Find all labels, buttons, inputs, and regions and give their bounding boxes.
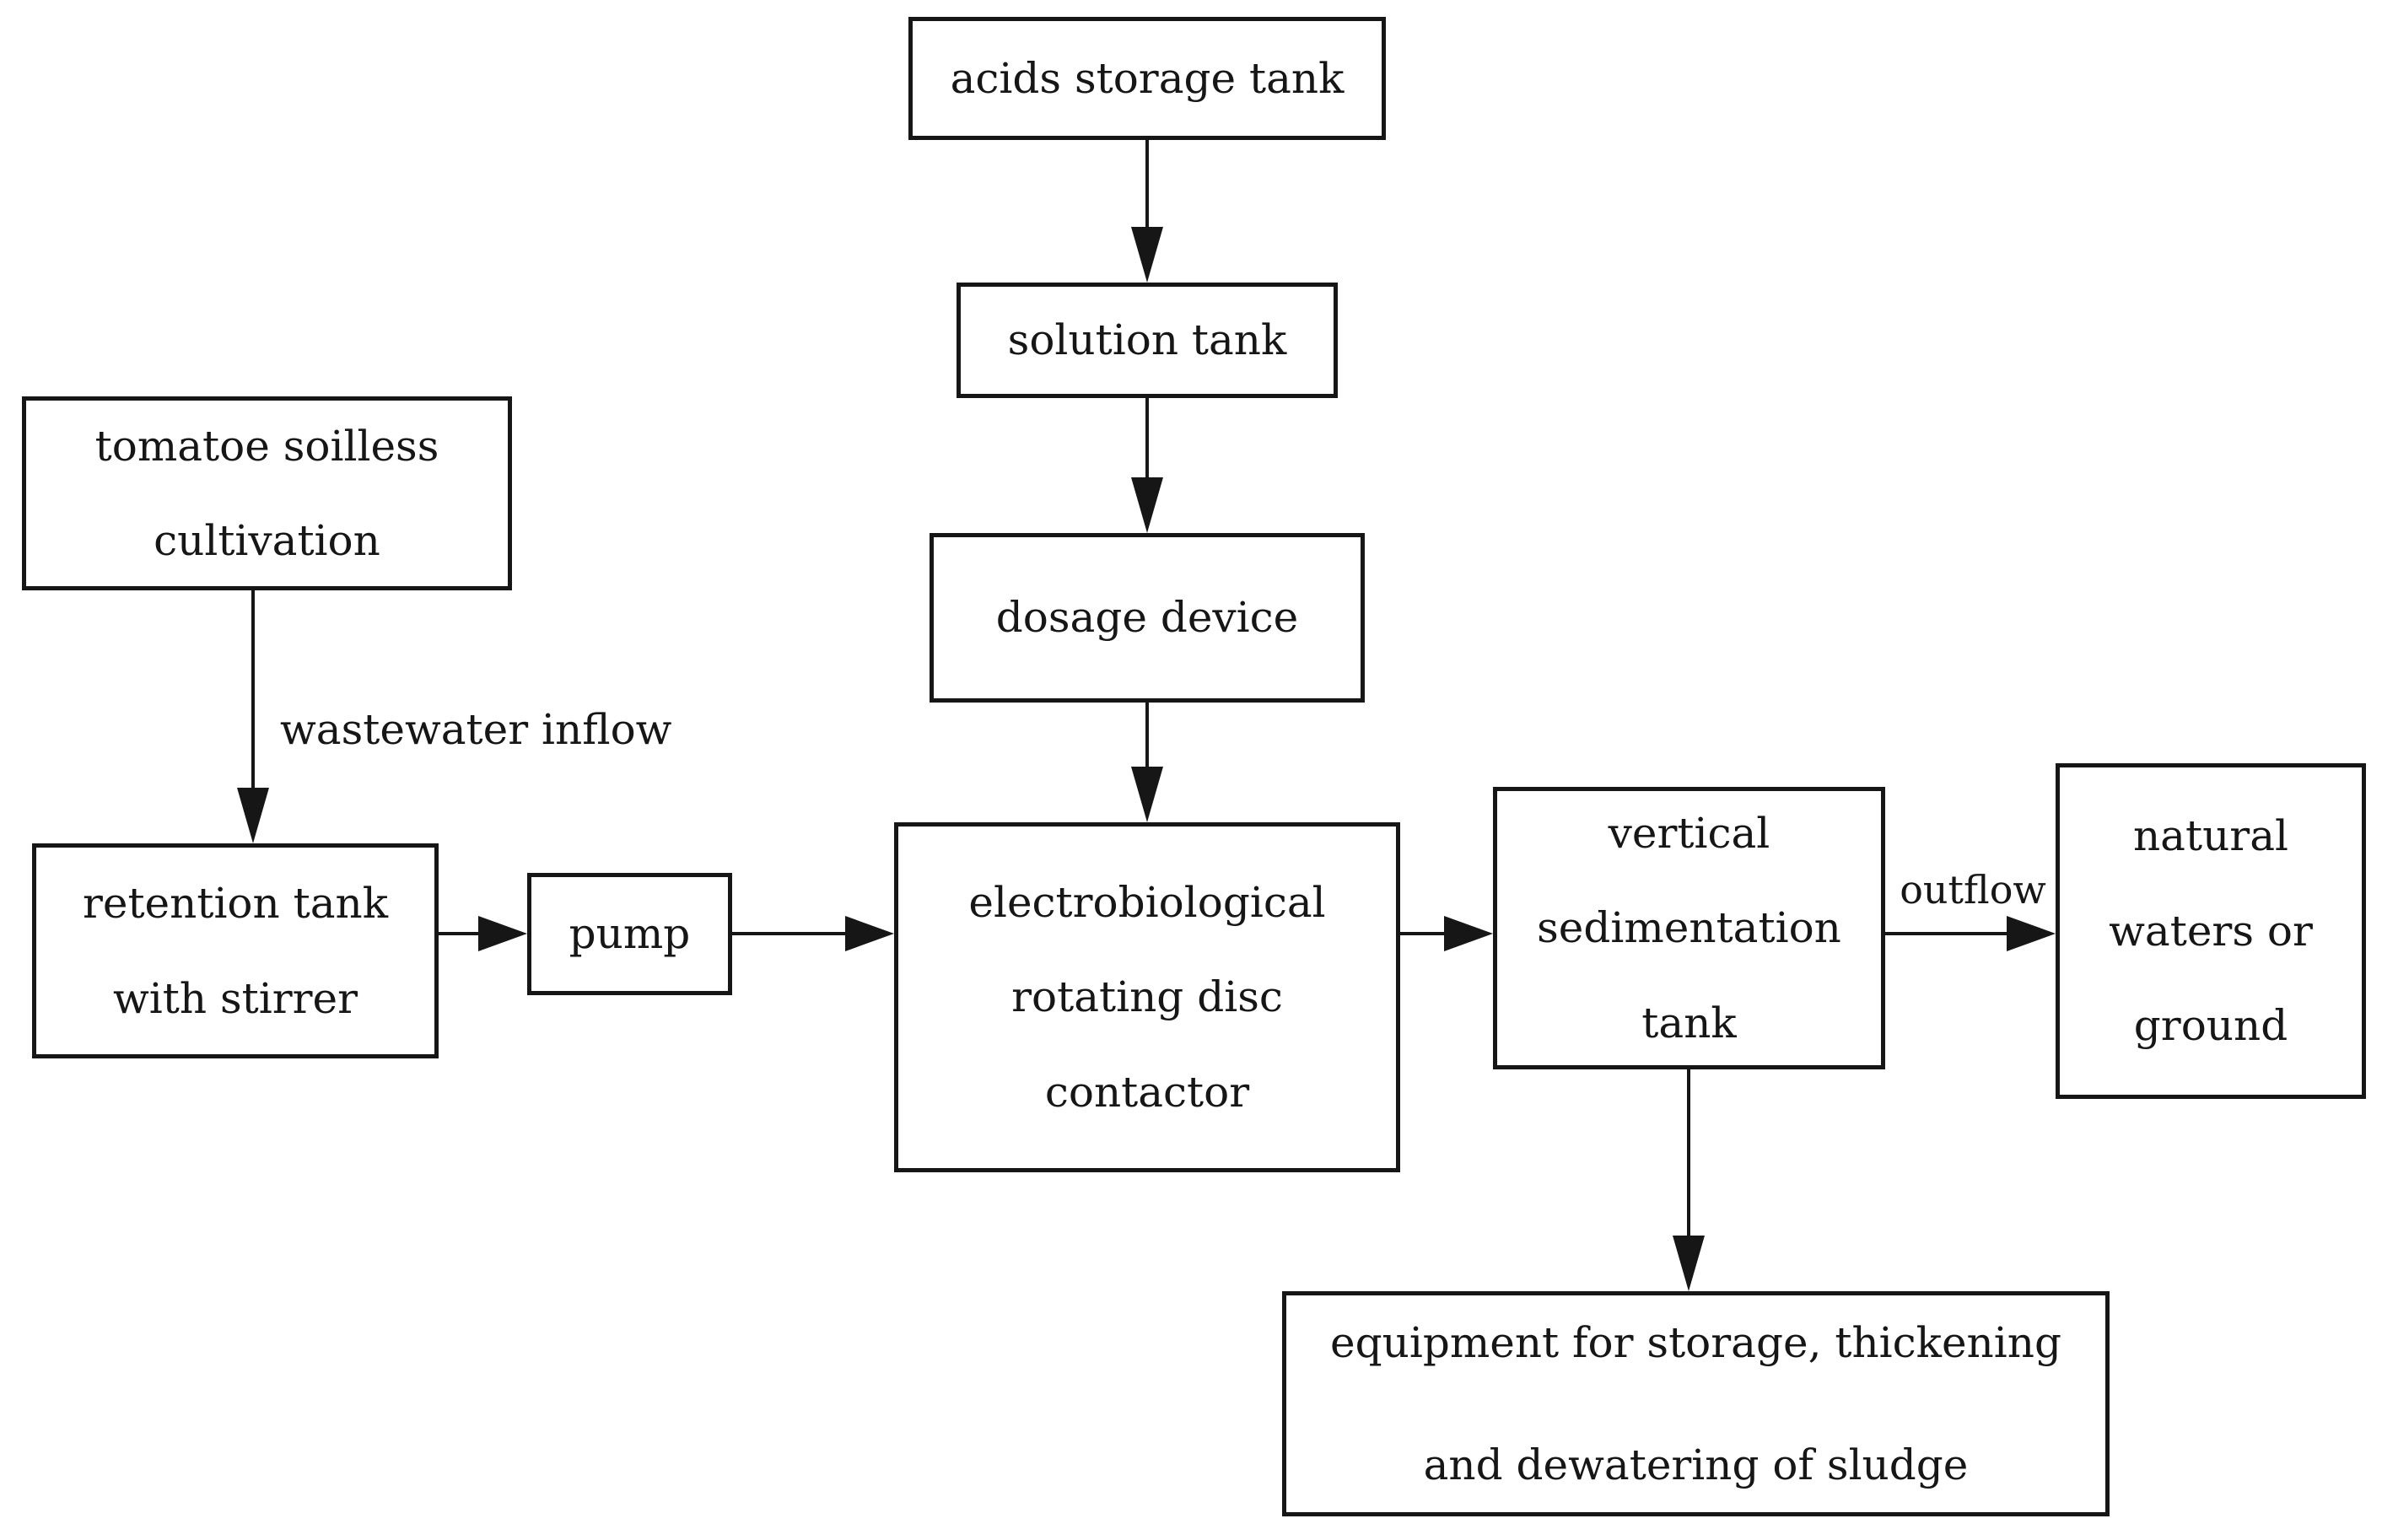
node-label-line: tank xyxy=(1641,998,1737,1047)
node-label-line: electrobiological xyxy=(968,877,1326,927)
node-label-line: vertical xyxy=(1608,808,1770,858)
node-vertical-sedimentation-tank: vertical sedimentation tank xyxy=(1493,787,1885,1069)
edge-label-outflow: outflow xyxy=(1890,867,2056,913)
arrow-shaft xyxy=(1687,1069,1690,1244)
node-label: solution tank xyxy=(1007,315,1287,365)
node-label-line: sedimentation xyxy=(1537,903,1841,953)
arrowhead-right-icon xyxy=(1444,916,1493,951)
node-label-line: ground xyxy=(2133,1001,2288,1051)
node-tomatoe-soilless-cultivation: tomatoe soilless cultivation xyxy=(22,396,512,590)
arrow-electro-to-sedimentation xyxy=(1400,915,1493,952)
node-label-line: tomatoe soilless xyxy=(94,421,439,471)
arrow-shaft xyxy=(1885,932,2013,935)
arrow-shaft xyxy=(1400,932,1451,935)
node-electrobiological-rotating-disc-contactor: electrobiological rotating disc contacto… xyxy=(894,822,1400,1172)
node-label: pump xyxy=(569,909,691,959)
arrow-tomatoe-to-retention xyxy=(234,590,272,843)
node-label: dosage device xyxy=(995,593,1299,643)
arrowhead-down-icon xyxy=(1131,767,1163,822)
node-label-line: equipment for storage, thickening xyxy=(1330,1317,2061,1367)
node-label-line: waters or xyxy=(2109,906,2313,956)
arrowhead-right-icon xyxy=(2007,916,2056,951)
arrow-sedimentation-to-equipment xyxy=(1670,1069,1707,1291)
node-retention-tank-with-stirrer: retention tank with stirrer xyxy=(32,843,439,1058)
arrow-shaft xyxy=(1145,398,1149,486)
arrowhead-down-icon xyxy=(1673,1236,1705,1291)
arrow-shaft xyxy=(732,932,852,935)
arrow-retention-to-pump xyxy=(439,915,527,952)
node-label-line: retention tank xyxy=(82,879,389,928)
node-equipment-for-sludge: equipment for storage, thickening and de… xyxy=(1282,1291,2110,1516)
arrow-shaft xyxy=(439,932,485,935)
arrow-shaft xyxy=(1145,703,1149,775)
node-label-line: natural xyxy=(2132,811,2288,861)
node-label-line: rotating disc xyxy=(1011,972,1283,1022)
node-label-line: and dewatering of sludge xyxy=(1423,1440,1969,1489)
arrow-solution-to-dosage xyxy=(1129,398,1166,533)
node-acids-storage-tank: acids storage tank xyxy=(908,17,1386,140)
node-solution-tank: solution tank xyxy=(957,283,1338,398)
node-label-line: with stirrer xyxy=(112,973,358,1023)
arrow-shaft xyxy=(251,590,255,796)
arrowhead-down-icon xyxy=(237,788,269,843)
arrowhead-right-icon xyxy=(478,916,527,951)
node-natural-waters-or-ground: natural waters or ground xyxy=(2056,763,2366,1099)
node-pump: pump xyxy=(527,873,732,995)
arrow-sedimentation-to-natural xyxy=(1885,915,2056,952)
arrow-dosage-to-electro xyxy=(1129,703,1166,822)
arrow-pump-to-electro xyxy=(732,915,894,952)
arrow-shaft xyxy=(1145,140,1149,235)
arrowhead-down-icon xyxy=(1131,227,1163,283)
node-label: acids storage tank xyxy=(950,53,1345,103)
edge-label-wastewater-inflow: wastewater inflow xyxy=(280,705,672,754)
node-label-line: contactor xyxy=(1044,1067,1250,1117)
node-dosage-device: dosage device xyxy=(930,533,1365,703)
arrowhead-right-icon xyxy=(845,916,894,951)
arrow-acids-to-solution xyxy=(1129,140,1166,283)
node-label-line: cultivation xyxy=(154,516,380,565)
arrowhead-down-icon xyxy=(1131,477,1163,533)
